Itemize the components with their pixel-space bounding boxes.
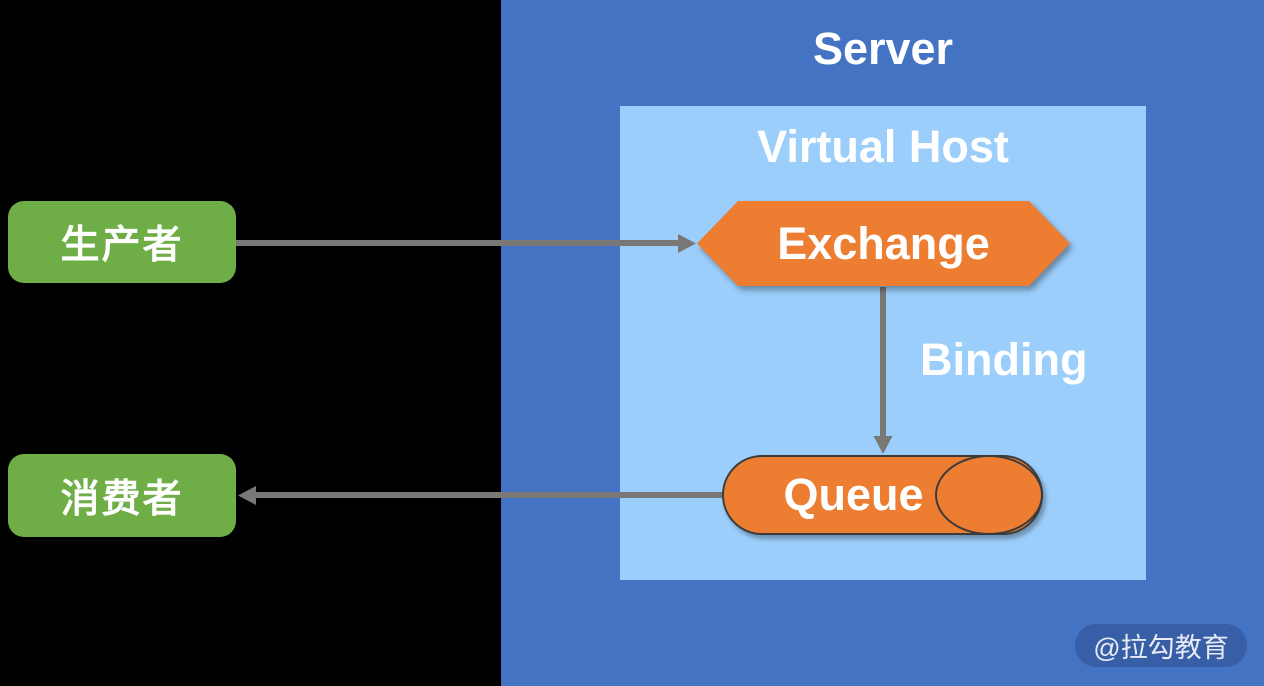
exchange-label: Exchange: [777, 217, 990, 269]
server-panel: Server Virtual Host: [501, 0, 1264, 686]
queue-endcap-ellipse: [935, 455, 1043, 535]
watermark-badge: @拉勾教育: [1075, 624, 1247, 667]
queue-label: Queue: [783, 469, 924, 520]
queue-node: Queue: [722, 455, 1043, 535]
exchange-node: Exchange: [697, 201, 1070, 286]
consumer-label: 消费者: [60, 477, 184, 521]
consumer-node: 消费者: [8, 454, 236, 537]
server-label: Server: [812, 23, 954, 74]
exchange-hexagon: Exchange: [697, 201, 1070, 286]
binding-label: Binding: [920, 334, 1088, 385]
producer-node: 生产者: [8, 201, 236, 283]
watermark-text: @拉勾教育: [1093, 633, 1229, 663]
virtual-host-label: Virtual Host: [757, 121, 1009, 172]
producer-label: 生产者: [60, 224, 184, 267]
